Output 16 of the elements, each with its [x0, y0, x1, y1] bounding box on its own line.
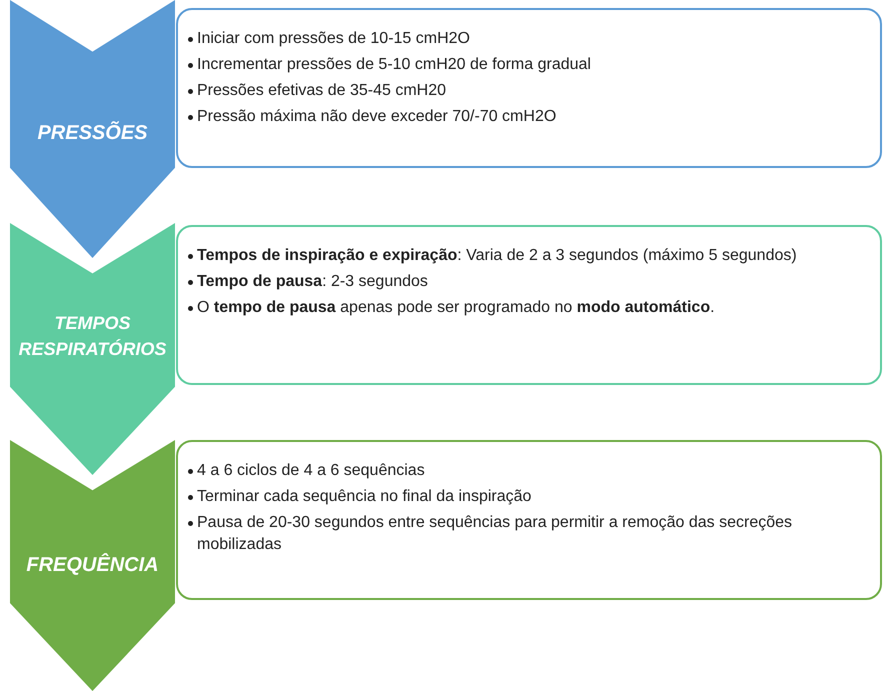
bullet-item: Iniciar com pressões de 10-15 cmH2O	[197, 29, 470, 49]
bullet-item: Incrementar pressões de 5-10 cmH20 de forma gradual	[197, 55, 591, 75]
bullet-item: Tempo de pausa: 2-3 segundos	[197, 272, 428, 292]
bullet-item: Pressão máxima não deve exceder 70/-70 cmH2O	[197, 107, 556, 127]
content-panel	[176, 8, 882, 168]
bullet-item: Terminar cada sequência no final da inspiração	[197, 487, 532, 507]
chevron-label: TEMPOS RESPIRATÓRIOS	[18, 312, 168, 361]
chevron-label: FREQUÊNCIA	[25, 552, 160, 578]
bullet-item: Pausa de 20-30 segundos entre sequências para permitir a remoção das secreções mobilizadas	[197, 513, 794, 555]
chevron-label: PRESSÕES	[36, 120, 149, 146]
bullet-item: Tempos de inspiração e expiração: Varia de 2 a 3 segundos (máximo 5 segundos)	[197, 246, 797, 266]
bullet-item: 4 a 6 ciclos de 4 a 6 sequências	[197, 461, 425, 481]
bullet-item: Pressões efetivas de 35-45 cmH20	[197, 81, 446, 101]
content-panel	[176, 225, 882, 385]
content-panel	[176, 440, 882, 600]
bullet-item: O tempo de pausa apenas pode ser programado no modo automático.	[197, 298, 715, 318]
